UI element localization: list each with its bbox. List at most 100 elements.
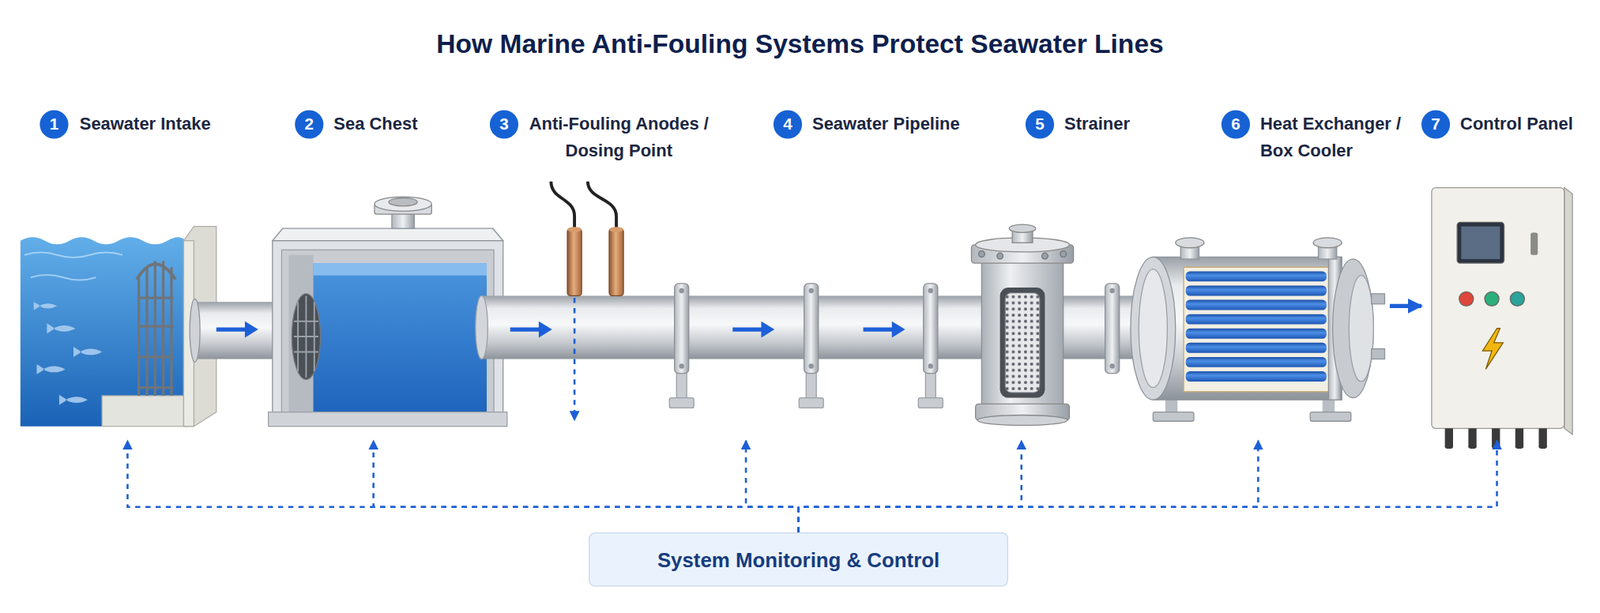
heat-exchanger-part (1313, 237, 1342, 249)
monitoring-link (373, 440, 799, 533)
intake-pipe-part (193, 301, 278, 359)
heat-exchanger-part-part (1185, 314, 1327, 325)
flow-arrow-part (510, 327, 542, 332)
flow-arrow-part (244, 321, 259, 339)
heat-exchanger-part-part (1185, 300, 1327, 311)
control-cabinet-part (1484, 291, 1499, 306)
callout-number: 6 (1221, 109, 1250, 139)
control-cabinet-part (1482, 328, 1503, 370)
flow-arrow-part (863, 327, 895, 332)
control-cabinet-part-part (1491, 444, 1500, 449)
heat-exchanger-part (1332, 259, 1375, 399)
component-label: Strainer (1064, 111, 1136, 139)
heat-exchanger-part (1130, 256, 1176, 400)
seawater-pipeline-part-part (918, 398, 943, 409)
component-node: 2Sea Chest (267, 107, 486, 441)
heat-exchanger-part-part (1185, 328, 1327, 339)
control-cabinet-part (1460, 226, 1500, 260)
strainer-part-part (978, 251, 986, 258)
anode-rods-part (567, 228, 582, 296)
control-cabinet-part-part (1539, 428, 1548, 447)
seawater-pipeline-part-part (669, 398, 694, 409)
seawater-intake-part (101, 395, 188, 427)
control-cabinet-part-part (1515, 444, 1524, 449)
callout-number: 1 (39, 109, 68, 139)
component-label: Heat Exchanger / Box Cooler (1260, 111, 1408, 165)
callout-number: 7 (1421, 109, 1450, 139)
sea-chest (268, 196, 508, 427)
anode-rods-part (573, 297, 576, 421)
anode-rods-part (567, 226, 582, 232)
callout-number: 3 (489, 109, 519, 139)
sea-chest-part (312, 263, 487, 275)
callout-number: 5 (1025, 109, 1055, 139)
heat-exchanger-part (1371, 293, 1386, 305)
strainer-part (978, 251, 1067, 417)
sea-chest-part (268, 412, 508, 427)
flow-arrow-part (732, 327, 764, 332)
heat-exchanger-part-part (1185, 286, 1327, 297)
heat-exchanger-part (1310, 412, 1352, 422)
sea-chest-part (272, 240, 504, 423)
monitoring-link (798, 440, 1259, 533)
seawater-pipeline-part-part (674, 283, 689, 374)
flow-arrow (216, 321, 906, 339)
monitoring-link (798, 440, 1022, 533)
component-label: Anti-Fouling Anodes / Dosing Point (524, 111, 714, 165)
sea-chest-part (312, 263, 487, 415)
heat-exchanger-part (1138, 269, 1168, 388)
seawater-pipeline-part-part (928, 288, 934, 294)
flow-arrow-part (538, 321, 553, 339)
callout-number: 2 (294, 109, 324, 139)
seawater-intake-part-part (36, 364, 65, 375)
sea-chest-part (291, 293, 320, 380)
intake-pipe (189, 298, 278, 362)
heat-exchanger-part (1348, 275, 1374, 382)
seawater-intake-part (33, 301, 103, 405)
component-label: Seawater Intake (79, 111, 234, 139)
sea-chest-part (388, 197, 418, 206)
seawater-intake-part (136, 263, 176, 279)
heat-exchanger-part (1185, 271, 1327, 381)
seawater-pipeline-part (475, 295, 488, 359)
strainer-part-part (997, 252, 1004, 260)
heat-exchanger-part (1183, 267, 1329, 392)
control-cabinet-part (1445, 428, 1548, 449)
component-node: 5Strainer (974, 107, 1115, 441)
monitoring-box: System Monitoring & Control (588, 532, 1009, 587)
intake-pipe-part (189, 298, 200, 362)
component-label: Seawater Pipeline (812, 111, 966, 139)
control-cabinet-part (1564, 188, 1573, 435)
sea-chest-part (281, 249, 494, 415)
box-label: System Monitoring & Control (657, 545, 940, 573)
seawater-pipeline-part-part (1109, 288, 1115, 294)
component-label: Control Panel (1460, 111, 1578, 139)
seawater-pipeline-part-part (1109, 363, 1115, 369)
component-node: 1Seawater Intake (18, 107, 219, 441)
anode-rods-part (609, 228, 624, 296)
heat-exchanger-part (1371, 349, 1386, 360)
seawater-pipeline-part-part (928, 363, 934, 369)
control-cabinet-part-part (1445, 428, 1454, 447)
strainer-part (1000, 287, 1046, 398)
heat-exchanger (1130, 237, 1386, 422)
strainer-part (977, 415, 1068, 426)
strainer-part-part (1042, 252, 1049, 260)
flow-arrow-part (760, 321, 775, 339)
heat-exchanger-part-part (1185, 371, 1327, 382)
seawater-intake (20, 226, 217, 427)
strainer (971, 224, 1073, 426)
heat-exchanger-part (1175, 237, 1205, 249)
diagram-title: How Marine Anti-Fouling Systems Protect … (0, 27, 1600, 61)
heat-exchanger-part (1152, 256, 1342, 400)
callout-number: 4 (773, 109, 802, 139)
control-cabinet-part-part (1468, 428, 1476, 447)
sea-chest-part (293, 295, 319, 377)
anode-rods-part (587, 181, 617, 231)
anode-rods (550, 181, 624, 421)
sea-chest-part (374, 196, 432, 211)
strainer-part (981, 261, 1063, 407)
seawater-pipeline-part-part (678, 288, 684, 294)
